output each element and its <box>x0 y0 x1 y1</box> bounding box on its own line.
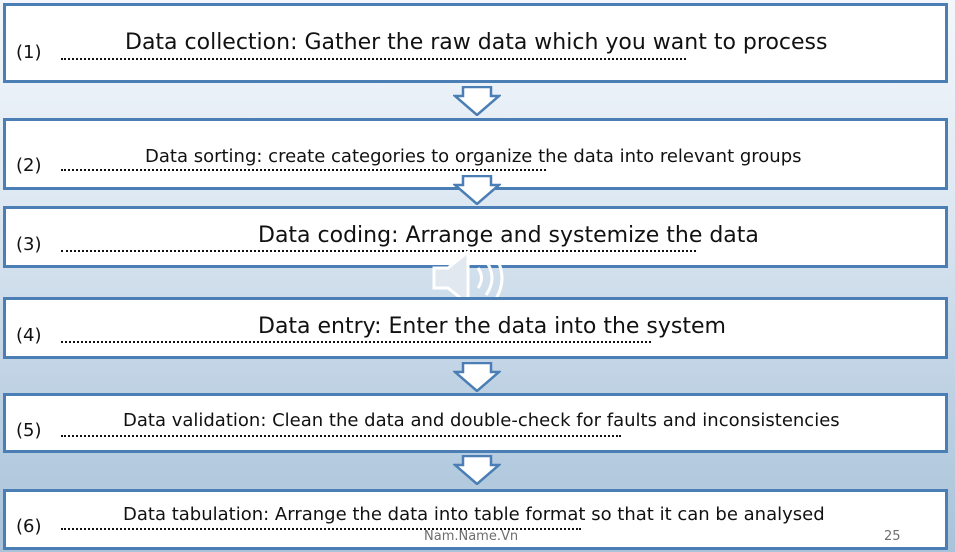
step-number-6: (6) <box>16 516 42 537</box>
step-number-2: (2) <box>16 155 42 176</box>
step-text-6: Data tabulation: Arrange the data into t… <box>123 504 825 525</box>
step-text-4: Data entry: Enter the data into the syst… <box>258 314 726 339</box>
down-arrow-icon <box>453 455 501 485</box>
down-arrow-icon <box>453 362 501 392</box>
step-number-3: (3) <box>16 234 42 255</box>
step-box-1: (1) Data collection: Gather the raw data… <box>3 3 948 83</box>
down-arrow-icon <box>453 175 501 205</box>
step-number-4: (4) <box>16 325 42 346</box>
page-number: 25 <box>884 529 901 544</box>
step-box-3: (3) Data coding: Arrange and systemize t… <box>3 206 948 268</box>
step-text-1: Data collection: Gather the raw data whi… <box>125 30 828 55</box>
footer-site: Nam.Name.Vn <box>424 529 519 544</box>
step-number-1: (1) <box>16 42 42 63</box>
step-dots-4 <box>61 341 651 343</box>
step-box-6: (6) Data tabulation: Arrange the data in… <box>3 489 948 550</box>
step-number-5: (5) <box>16 420 42 441</box>
step-text-2: Data sorting: create categories to organ… <box>145 146 802 167</box>
step-dots-5 <box>61 435 621 437</box>
step-dots-1 <box>61 58 686 60</box>
step-box-4: (4) Data entry: Enter the data into the … <box>3 297 948 359</box>
step-dots-6 <box>61 528 581 530</box>
step-box-5: (5) Data validation: Clean the data and … <box>3 393 948 453</box>
step-dots-2 <box>61 169 546 171</box>
down-arrow-icon <box>453 86 501 116</box>
step-text-3: Data coding: Arrange and systemize the d… <box>258 223 759 248</box>
step-dots-3 <box>61 250 696 252</box>
step-text-5: Data validation: Clean the data and doub… <box>123 410 840 431</box>
